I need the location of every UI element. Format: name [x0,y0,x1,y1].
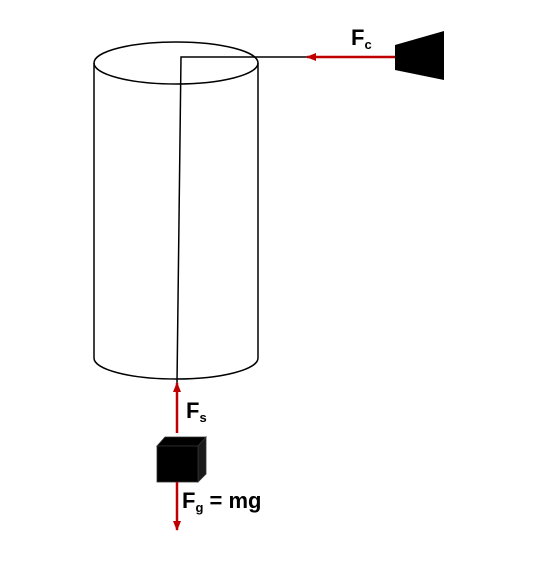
label-fs: Fs [186,398,207,425]
label-fc-sub: c [364,37,372,52]
cylinder [93,41,259,380]
rope [176,56,395,384]
label-fg-main: F [182,488,196,513]
label-fs-main: F [186,398,200,423]
label-fc-main: F [351,25,365,50]
trapezoid-motor-icon [395,31,444,80]
label-fc: Fc [351,25,372,52]
label-fg-rest: = mg [203,488,262,513]
cylinder-top-ellipse [93,41,259,85]
cube-mass-icon [156,435,207,483]
label-fs-sub: s [199,410,207,425]
label-fg-sub: g [195,500,204,515]
label-fg: Fg = mg [182,488,262,515]
cylinder-bottom-arc [93,357,259,380]
